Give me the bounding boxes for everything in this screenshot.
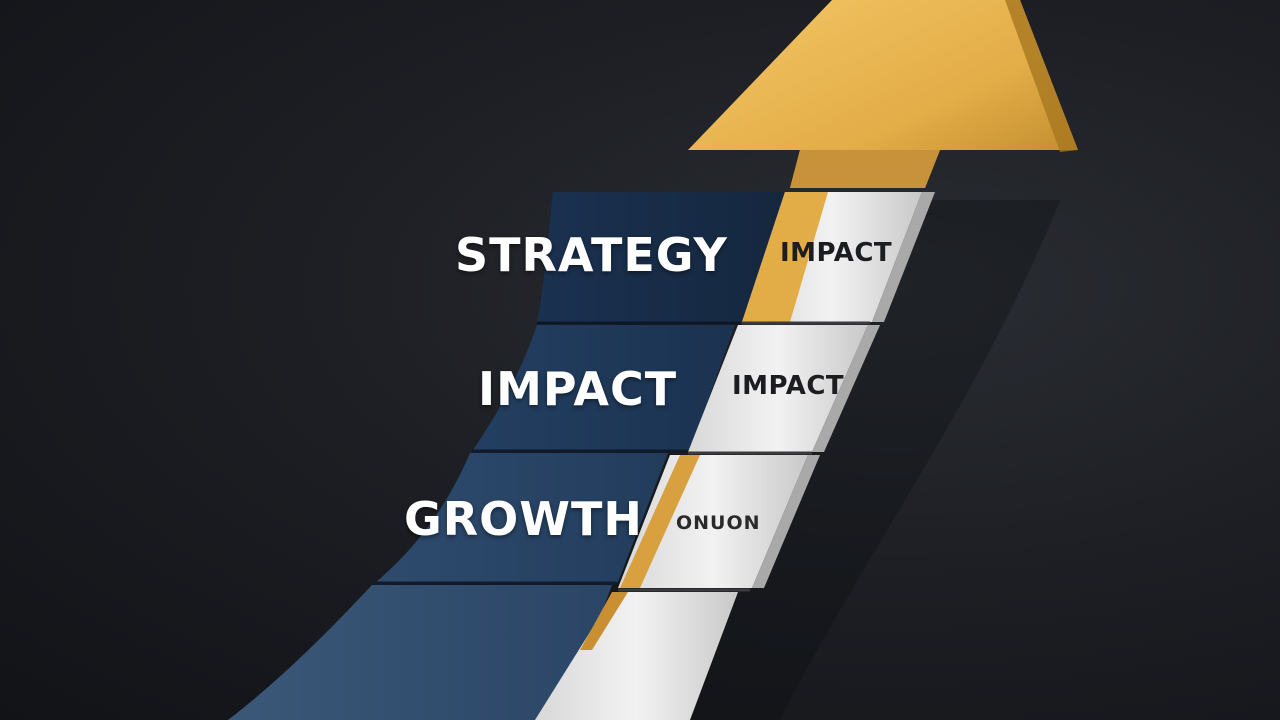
step-label-strategy: STRATEGY <box>455 228 728 282</box>
gold-stripe-4 <box>580 592 628 650</box>
white-column <box>535 192 935 720</box>
block-label-onuon: ONUON <box>676 512 761 534</box>
gold-stripe-3 <box>620 455 700 588</box>
white-block-4 <box>535 592 738 720</box>
step-label-impact: IMPACT <box>478 362 678 416</box>
block-label-impact-mid: IMPACT <box>732 371 845 401</box>
navy-block-1 <box>537 192 785 322</box>
navy-block-3 <box>376 453 668 582</box>
arrow-head <box>688 0 1078 188</box>
navy-block-2 <box>473 325 735 450</box>
block-label-impact-top: IMPACT <box>780 238 893 268</box>
navy-block-4 <box>228 585 612 720</box>
step-label-growth: GROWTH <box>404 492 643 546</box>
navy-column <box>228 192 785 720</box>
white-block-2 <box>688 325 868 452</box>
gold-stripe-1 <box>742 192 828 322</box>
